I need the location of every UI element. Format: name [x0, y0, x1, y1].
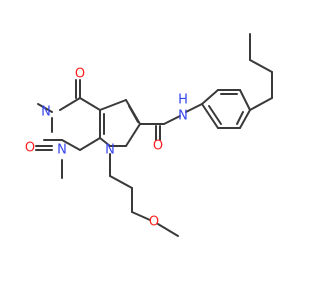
atom-o-ether: O — [149, 215, 159, 230]
atom-o-top: O — [75, 67, 85, 82]
atom-h-amide: H — [178, 93, 188, 108]
atom-o-amide: O — [153, 139, 163, 154]
methoxypropyl-chain-bonds — [109, 153, 179, 237]
phenyl-ring-bonds — [201, 89, 251, 129]
atom-n-amide: N — [178, 109, 188, 124]
butyl-chain-bonds — [249, 33, 273, 111]
atom-n-left: N — [57, 143, 67, 158]
atom-o-left: O — [25, 141, 35, 156]
top-carbonyl-bonds — [75, 79, 81, 99]
pyrrole-ring-bonds — [99, 99, 141, 147]
amide-bonds — [139, 103, 203, 141]
left-carbonyl-bonds — [35, 145, 53, 151]
n-methyl-bonds — [37, 103, 63, 179]
atom-n-ring: N — [105, 143, 115, 158]
atom-n-top: N — [41, 105, 51, 120]
chemical-structure-diagram: O O O O N N N N H — [25, 33, 273, 237]
pyrimidine-ring-bonds — [43, 97, 105, 151]
